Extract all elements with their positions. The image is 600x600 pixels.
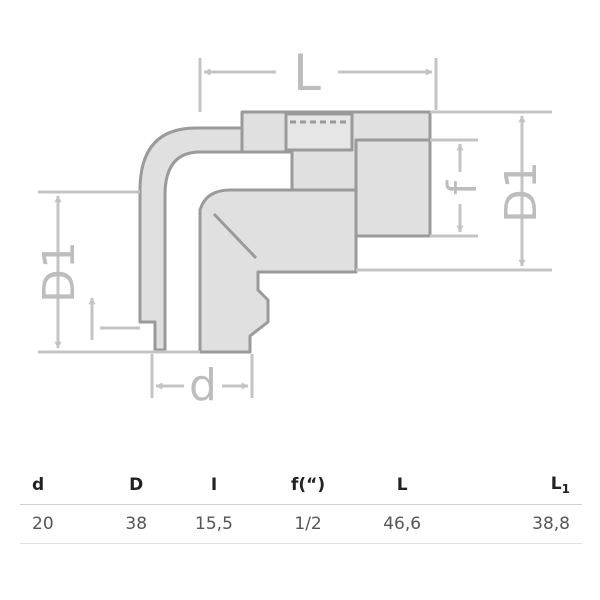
fitting-body — [138, 110, 432, 354]
table-header-cell: f(“) — [263, 466, 353, 505]
dim-label-d: d — [189, 360, 217, 411]
header-label: D — [129, 475, 144, 495]
outer-nipple — [354, 138, 432, 238]
table-header-cell: L1 — [451, 466, 582, 505]
table-header-cell: L — [352, 466, 452, 505]
header-label: d — [32, 475, 45, 495]
threaded-insert — [284, 112, 354, 152]
table-cell: 15,5 — [164, 504, 264, 544]
inner-body — [198, 188, 358, 354]
chamfer-line — [212, 212, 258, 260]
header-label: L — [396, 475, 408, 495]
header-label: L — [550, 474, 562, 494]
header-subscript: 1 — [561, 482, 570, 496]
table-cell: 38 — [107, 504, 165, 544]
table-header-cell: I — [164, 466, 264, 505]
table-cell: 46,6 — [352, 504, 452, 544]
dim-label-f: f — [440, 180, 486, 195]
dim-label-l: L — [293, 44, 321, 102]
dim-label-d1-right: D1 — [496, 161, 547, 223]
header-label: f(“) — [291, 475, 326, 495]
elbow-fitting-drawing: L f D1 D1 d — [34, 44, 552, 411]
table-cell: 20 — [20, 504, 108, 544]
table-header-cell: d — [20, 466, 108, 505]
table-cell: 1/2 — [263, 504, 353, 544]
table-header-cell: D — [107, 466, 165, 505]
table-cell: 38,8 — [451, 504, 582, 544]
dim-label-d1-left: D1 — [34, 241, 85, 303]
header-label: I — [210, 475, 218, 495]
